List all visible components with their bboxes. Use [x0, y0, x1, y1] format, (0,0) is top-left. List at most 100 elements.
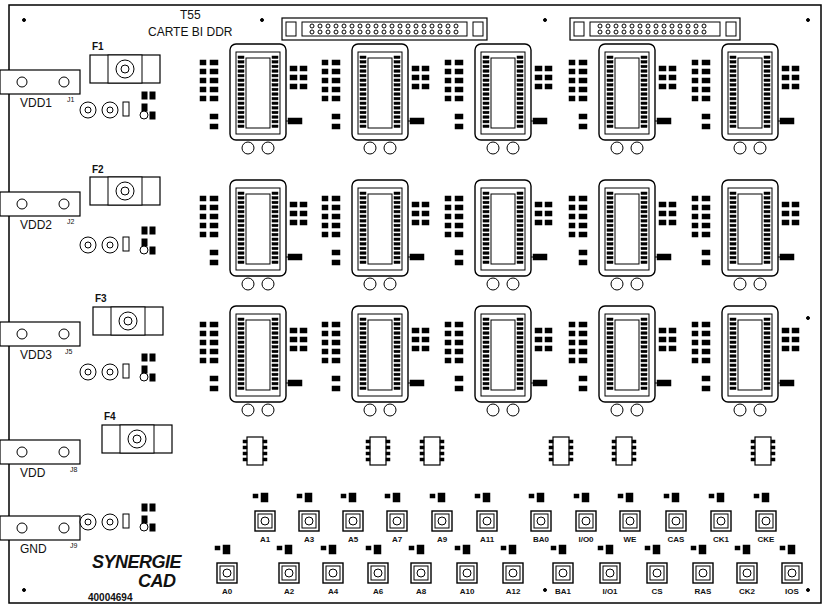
silkscreen-label: J2 [67, 218, 74, 226]
signal-name: A1 [251, 536, 279, 545]
resistor [223, 545, 230, 554]
mounting-dot [261, 19, 264, 22]
header-pin [374, 24, 378, 28]
pin [607, 261, 613, 264]
zif-socket [352, 44, 408, 140]
pin [483, 102, 489, 105]
test-point: A7 [383, 510, 411, 545]
pin [764, 201, 770, 204]
pin [360, 116, 366, 119]
resistor [792, 328, 799, 333]
header-pin [598, 30, 602, 34]
capacitor [754, 142, 766, 154]
resistor [579, 322, 587, 327]
pin [238, 79, 244, 82]
pin [517, 201, 523, 204]
pin [641, 229, 647, 232]
resistor [669, 84, 676, 89]
pin [483, 247, 489, 250]
resistor [664, 494, 669, 498]
pin [360, 332, 366, 335]
trace [778, 257, 780, 258]
pad-outline [531, 511, 551, 531]
pin [272, 261, 278, 264]
header-pin [678, 24, 682, 28]
resistor [445, 232, 451, 237]
resistor [692, 87, 698, 92]
pin [517, 84, 523, 87]
resistor [509, 545, 516, 554]
dip-ic [247, 437, 263, 465]
socket-window [246, 58, 270, 128]
pin [764, 93, 770, 96]
resistor [455, 331, 463, 336]
resistor [579, 260, 587, 265]
pin [394, 233, 400, 236]
resistor [535, 337, 542, 342]
pin [730, 107, 736, 110]
resistor [332, 78, 340, 83]
pin [394, 382, 400, 385]
transistor [533, 118, 547, 124]
resistor [322, 60, 328, 65]
resistor [290, 66, 297, 71]
socket-body [481, 52, 525, 134]
pin [641, 378, 647, 381]
header-pin [374, 30, 378, 34]
zif-socket [475, 306, 531, 402]
resistor [412, 346, 419, 351]
transistor [410, 380, 424, 386]
test-point: WE [616, 510, 644, 545]
pin [360, 56, 366, 59]
resistor [579, 358, 587, 363]
resistor [702, 260, 710, 265]
capacitor [85, 369, 91, 375]
pin [764, 61, 770, 64]
pin [394, 88, 400, 91]
pin [607, 120, 613, 123]
pin [394, 224, 400, 227]
capacitor [631, 404, 643, 416]
pin [641, 336, 647, 339]
resistor [702, 322, 710, 327]
resistor [322, 331, 328, 336]
resistor [422, 337, 429, 342]
resistor [569, 196, 575, 201]
pin [272, 111, 278, 114]
screw-hole [17, 447, 27, 457]
socket-body [605, 52, 649, 134]
pin [764, 369, 770, 372]
pin [360, 238, 366, 241]
resistor [322, 196, 328, 201]
resistor [412, 75, 419, 80]
resistor [422, 84, 429, 89]
header-pin [406, 24, 410, 28]
mounting-dot [23, 19, 26, 22]
resistor [200, 60, 206, 65]
resistor [692, 205, 698, 210]
signal-name: CK1 [707, 536, 735, 545]
socket-body [728, 314, 772, 396]
pin [517, 61, 523, 64]
resistor [699, 545, 706, 554]
socket-body [605, 188, 649, 270]
screw-hole [59, 447, 69, 457]
header-pin [318, 24, 322, 28]
pin [517, 125, 523, 128]
mounting-dot [807, 19, 810, 22]
resistor [455, 340, 463, 345]
capacitor [102, 237, 118, 253]
pin [394, 261, 400, 264]
pin [483, 323, 489, 326]
ic-pin [263, 458, 267, 461]
pin [764, 318, 770, 321]
pin [272, 61, 278, 64]
header-pin [358, 30, 362, 34]
pad-inner [390, 514, 404, 528]
resistor [672, 493, 679, 502]
resistor [445, 60, 451, 65]
pin [607, 116, 613, 119]
pad-hole [559, 569, 567, 577]
pin [764, 224, 770, 227]
fuse-cap [116, 60, 134, 78]
